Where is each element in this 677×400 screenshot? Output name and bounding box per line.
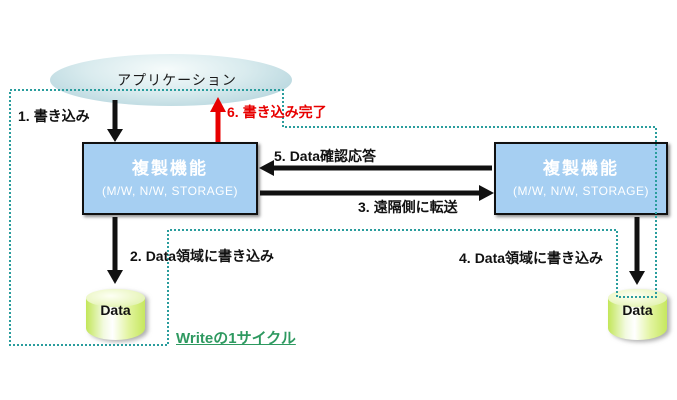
step-4-label: 4.Data領域に書き込み: [459, 250, 604, 266]
arrow-left-data-write: [107, 217, 123, 284]
data-store-left: Data: [86, 289, 145, 340]
arrow-right-data-write: [629, 217, 645, 285]
step-6-label: 6.書き込み完了: [227, 104, 327, 120]
data-store-right: Data: [608, 289, 667, 340]
application-label: アプリケーション: [117, 72, 237, 88]
replication-node-right: 複製機能 (M/W, N/W, STORAGE): [494, 142, 668, 215]
application-node: アプリケーション: [50, 54, 292, 106]
replication-right-title: 複製機能: [543, 159, 619, 178]
step-3-label: 3.遠隔側に転送: [358, 199, 458, 215]
step-5-label: 5.Data確認応答: [274, 148, 377, 164]
step-1-label: 1.書き込み: [18, 108, 90, 124]
arrow-write-down: [107, 100, 123, 142]
replication-node-left: 複製機能 (M/W, N/W, STORAGE): [82, 142, 258, 215]
step-2-label: 2.Data領域に書き込み: [130, 248, 275, 264]
data-store-right-label: Data: [622, 302, 653, 318]
data-store-left-label: Data: [100, 302, 131, 318]
replication-left-title: 複製機能: [132, 159, 208, 178]
replication-right-subtitle: (M/W, N/W, STORAGE): [513, 184, 649, 198]
write-cycle-caption: Writeの1サイクル: [176, 330, 296, 347]
replication-left-subtitle: (M/W, N/W, STORAGE): [102, 184, 238, 198]
